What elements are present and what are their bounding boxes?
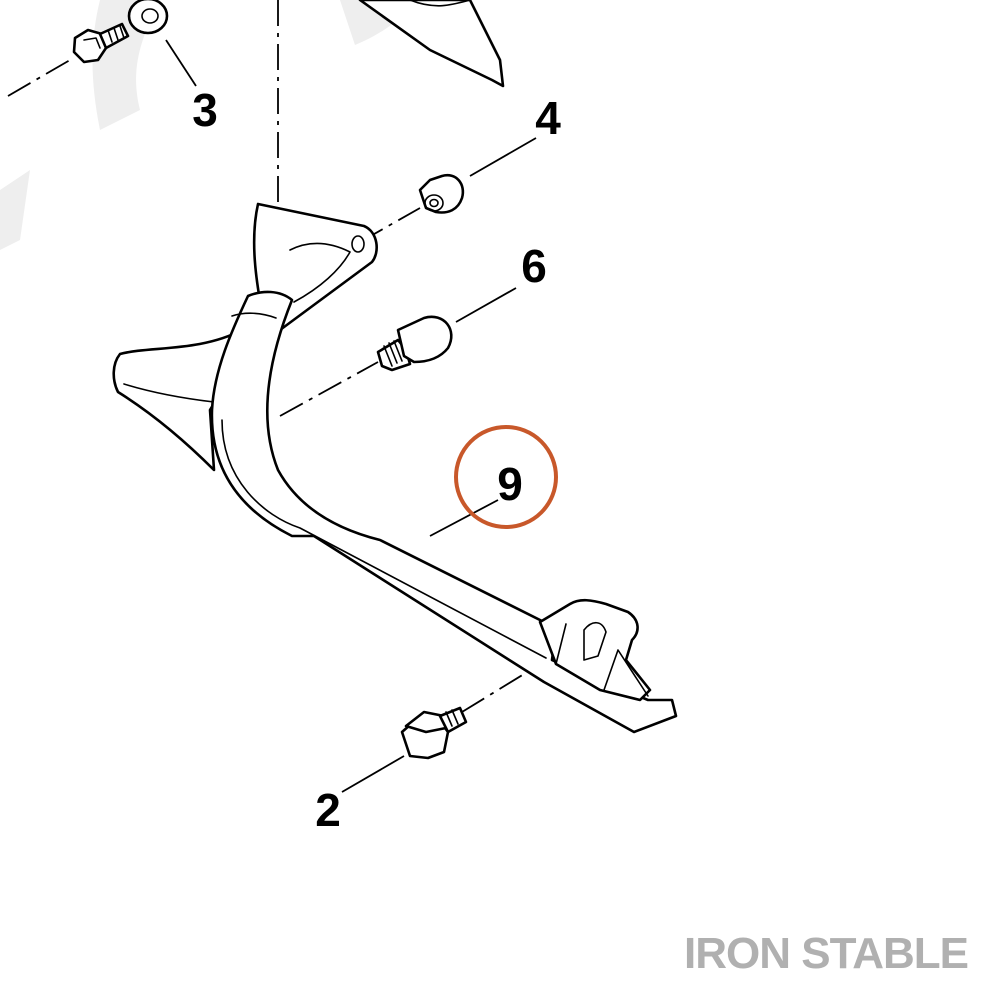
callout-3: 3 — [192, 84, 218, 136]
callout-4: 4 — [535, 92, 561, 144]
center-line-stud — [279, 361, 379, 417]
leader-line-4 — [469, 137, 537, 177]
dome-stud — [376, 315, 453, 372]
upper-bracket-plate — [358, 0, 505, 88]
highlight-ring — [454, 425, 558, 529]
hex-bolt-top — [72, 22, 130, 64]
main-bracket — [112, 202, 678, 734]
watermark-background-shape — [0, 0, 420, 250]
flange-bolt-bottom — [400, 706, 468, 760]
flat-washer — [127, 0, 169, 35]
callout-2: 2 — [315, 784, 341, 836]
callout-9: 9 — [497, 458, 523, 510]
leader-line-3 — [165, 39, 197, 87]
leader-line-2 — [341, 755, 405, 793]
watermark-text: IRON STABLE — [684, 929, 968, 978]
leader-line-6 — [455, 287, 517, 323]
acorn-nut — [418, 173, 465, 214]
leader-line-9 — [429, 499, 499, 537]
callout-6: 6 — [521, 240, 547, 292]
center-line-bolt — [7, 59, 71, 97]
